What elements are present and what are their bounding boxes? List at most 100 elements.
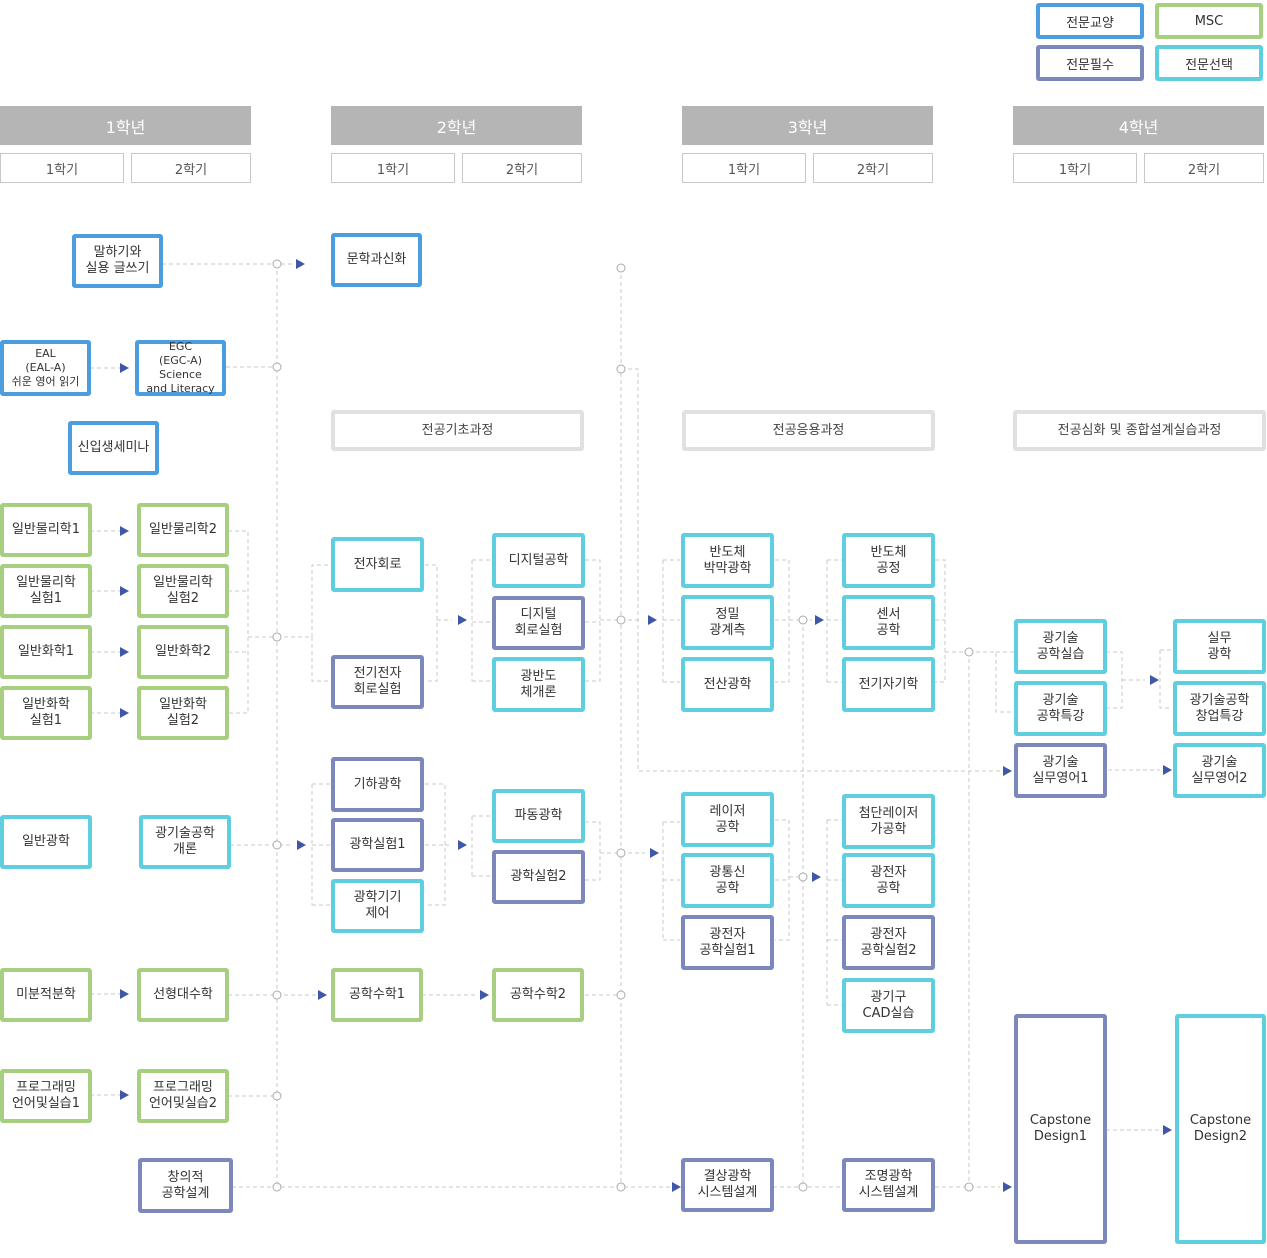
- course-optics-lab-2[interactable]: 광학실험2: [492, 850, 585, 904]
- stage-basic: 전공기초과정: [331, 410, 584, 451]
- connector-line: [425, 564, 438, 682]
- course-sensor-eng[interactable]: 센서 공학: [842, 595, 935, 650]
- junction-dot: [616, 990, 626, 1000]
- year-2-sem-1: 1학기: [331, 153, 455, 183]
- course-physics-2[interactable]: 일반물리학2: [137, 503, 229, 557]
- course-lighting-system-design[interactable]: 조명광학 시스템설계: [842, 1158, 935, 1212]
- course-electromagnetics[interactable]: 전기자기학: [842, 657, 935, 712]
- course-linear-algebra[interactable]: 선형대수학: [137, 968, 229, 1022]
- year-3-header: 3학년: [682, 106, 933, 145]
- course-practical-english-2[interactable]: 광기술 실무영어2: [1173, 743, 1266, 798]
- course-physics-1[interactable]: 일반물리학1: [0, 503, 92, 557]
- course-chemistry-lab-1[interactable]: 일반화학 실험1: [0, 686, 92, 740]
- connector-line: [969, 651, 1014, 713]
- course-digital-lab[interactable]: 디지털 회로실험: [492, 596, 585, 650]
- course-optics-lab-1[interactable]: 광학실험1: [331, 818, 424, 872]
- course-eng-math-2[interactable]: 공학수학2: [492, 968, 584, 1022]
- course-egc[interactable]: EGC (EGC-A) Science and Literacy: [135, 340, 226, 396]
- year-1-header: 1학년: [0, 106, 251, 145]
- course-optics-cad[interactable]: 광기구 CAD실습: [842, 978, 935, 1033]
- junction-dot: [798, 872, 808, 882]
- year-1-sem-1: 1학기: [0, 153, 124, 183]
- course-geometric-optics[interactable]: 기하광학: [331, 757, 424, 812]
- course-advanced-laser[interactable]: 첨단레이저 가공학: [842, 794, 935, 849]
- course-programming-1[interactable]: 프로그래밍 언어및실습1: [0, 1069, 92, 1123]
- course-optoelectronics[interactable]: 광전자 공학: [842, 853, 935, 908]
- junction-dot: [272, 840, 282, 850]
- arrow-head-icon: [1003, 766, 1012, 776]
- course-general-optics[interactable]: 일반광학: [0, 815, 92, 869]
- course-wave-optics[interactable]: 파동광학: [492, 789, 585, 843]
- junction-dot: [616, 615, 626, 625]
- junction-dot: [616, 1182, 626, 1192]
- junction-dot: [272, 990, 282, 1000]
- course-optical-instrument[interactable]: 광학기기 제어: [331, 879, 424, 933]
- course-practical-optics[interactable]: 실무 광학: [1173, 619, 1266, 674]
- course-practical-english-1[interactable]: 광기술 실무영어1: [1014, 743, 1107, 798]
- junction-dot: [272, 362, 282, 372]
- course-chemistry-2[interactable]: 일반화학2: [137, 625, 229, 679]
- course-startup-special[interactable]: 광기술공학 창업특강: [1173, 681, 1266, 736]
- course-photonics-special-topic[interactable]: 광기술 공학특강: [1014, 681, 1107, 736]
- year-4-sem-2: 2학기: [1144, 153, 1264, 183]
- course-semiconductor-process[interactable]: 반도체 공정: [842, 533, 935, 588]
- connector-line: [585, 559, 601, 682]
- course-physics-lab-1[interactable]: 일반물리학 실험1: [0, 564, 92, 618]
- junction-dot: [272, 1182, 282, 1192]
- course-programming-2[interactable]: 프로그래밍 언어및실습2: [137, 1069, 229, 1123]
- connector-line: [228, 530, 249, 714]
- course-capstone-design-2[interactable]: Capstone Design2: [1175, 1014, 1266, 1244]
- course-computational-optics[interactable]: 전산광학: [681, 657, 774, 712]
- arrow-head-icon: [120, 586, 129, 596]
- arrow-head-icon: [120, 989, 129, 999]
- legend-required: 전문필수: [1036, 45, 1144, 81]
- course-electronic-circuit[interactable]: 전자회로: [331, 537, 424, 592]
- arrow-head-icon: [458, 840, 467, 850]
- arrow-head-icon: [120, 708, 129, 718]
- course-chemistry-lab-2[interactable]: 일반화학 실험2: [137, 686, 229, 740]
- course-chemistry-1[interactable]: 일반화학1: [0, 625, 92, 679]
- arrow-head-icon: [458, 615, 467, 625]
- year-3-sem-2: 2학기: [813, 153, 933, 183]
- arrow-head-icon: [1003, 1182, 1012, 1192]
- course-optoelectronics-lab-2[interactable]: 광전자 공학실험2: [842, 915, 935, 970]
- course-precision-metrology[interactable]: 정밀 광계측: [681, 595, 774, 650]
- junction-dot: [272, 632, 282, 642]
- course-photonics-practice[interactable]: 광기술 공학실습: [1014, 619, 1107, 674]
- course-capstone-design-1[interactable]: Capstone Design1: [1014, 1014, 1107, 1244]
- arrow-head-icon: [815, 615, 824, 625]
- course-circuit-lab[interactable]: 전기전자 회로실험: [331, 655, 424, 709]
- connector-line: [935, 559, 946, 683]
- course-eal[interactable]: EAL (EAL-A) 쉬운 영어 읽기: [0, 340, 91, 396]
- course-photonics-intro[interactable]: 광기술공학 개론: [139, 815, 231, 869]
- year-2-sem-2: 2학기: [462, 153, 582, 183]
- junction-dot: [798, 1182, 808, 1192]
- connector-line: [1106, 651, 1123, 709]
- connector-line: [311, 637, 330, 682]
- course-literature-myth[interactable]: 문학과신화: [331, 233, 422, 287]
- course-imaging-system-design[interactable]: 결상광학 시스템설계: [681, 1158, 774, 1212]
- course-speaking-writing[interactable]: 말하기와 실용 글쓰기: [72, 234, 163, 288]
- arrow-head-icon: [672, 1182, 681, 1192]
- course-semiconductor-intro[interactable]: 광반도 체개론: [492, 657, 585, 712]
- connector-line: [775, 819, 790, 941]
- course-optoelectronics-lab-1[interactable]: 광전자 공학실험1: [681, 915, 774, 970]
- junction-dot: [964, 1182, 974, 1192]
- junction-dot: [272, 1091, 282, 1101]
- stage-advanced: 전공심화 및 종합설계실습과정: [1013, 410, 1266, 451]
- course-optical-comm[interactable]: 광통신 공학: [681, 853, 774, 908]
- arrow-head-icon: [296, 259, 305, 269]
- course-digital-eng[interactable]: 디지털공학: [492, 533, 585, 588]
- course-calculus[interactable]: 미분적분학: [0, 968, 92, 1022]
- course-thin-film[interactable]: 반도체 박막광학: [681, 533, 774, 588]
- course-laser-eng[interactable]: 레이저 공학: [681, 792, 774, 847]
- course-creative-design[interactable]: 창의적 공학설계: [138, 1158, 233, 1213]
- junction-dot: [964, 647, 974, 657]
- arrow-head-icon: [1163, 765, 1172, 775]
- course-eng-math-1[interactable]: 공학수학1: [331, 968, 423, 1022]
- course-freshman-seminar[interactable]: 신입생세미나: [68, 421, 159, 475]
- course-physics-lab-2[interactable]: 일반물리학 실험2: [137, 564, 229, 618]
- arrow-head-icon: [297, 840, 306, 850]
